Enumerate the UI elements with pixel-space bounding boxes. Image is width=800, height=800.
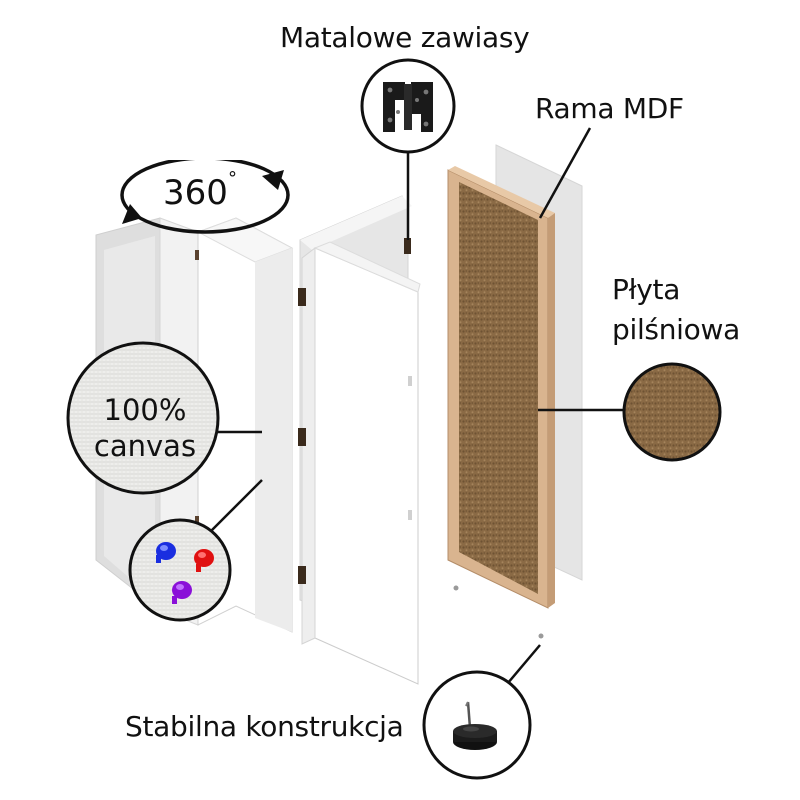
push-pin-icon: [194, 549, 214, 572]
hinge-icon: [404, 238, 411, 254]
fiberboard-label-line2: pilśniowa: [612, 313, 740, 346]
hinges-label: Matalowe zawiasy: [280, 21, 530, 54]
glide-callout: [422, 670, 532, 780]
fiberboard-label-line1: Płyta: [612, 273, 681, 306]
hinge-icon: [380, 80, 436, 132]
push-pin-icon: [172, 581, 192, 604]
rotation-arrow-icon: [120, 156, 290, 234]
furniture-glide-icon: [453, 701, 497, 750]
push-pin-callout: [128, 518, 232, 622]
stable-construction-label: Stabilna konstrukcja: [125, 710, 404, 743]
canvas-label-line2: canvas: [94, 429, 196, 463]
hinge-callout: [360, 58, 456, 154]
canvas-texture-icon: [68, 343, 218, 493]
push-pin-icon: [156, 542, 176, 563]
canvas-callout: [66, 341, 220, 495]
hinge-icon: [195, 250, 199, 260]
frame-label: Rama MDF: [535, 92, 684, 125]
leader-lines: [209, 127, 625, 691]
rotation-label: 360: [163, 173, 228, 213]
fiberboard-callout: [622, 362, 722, 462]
hinge-icon: [298, 566, 306, 584]
canvas-label-line1: 100%: [104, 393, 187, 427]
panel-second: [196, 217, 294, 633]
hinge-icon: [298, 428, 306, 446]
cork-board-with-mdf-frame: [447, 166, 555, 609]
panel-third-front: [301, 241, 421, 685]
fiberboard-texture-icon: [624, 364, 720, 460]
rotation-degree-symbol: °: [228, 168, 237, 189]
hinge-icon: [298, 288, 306, 306]
